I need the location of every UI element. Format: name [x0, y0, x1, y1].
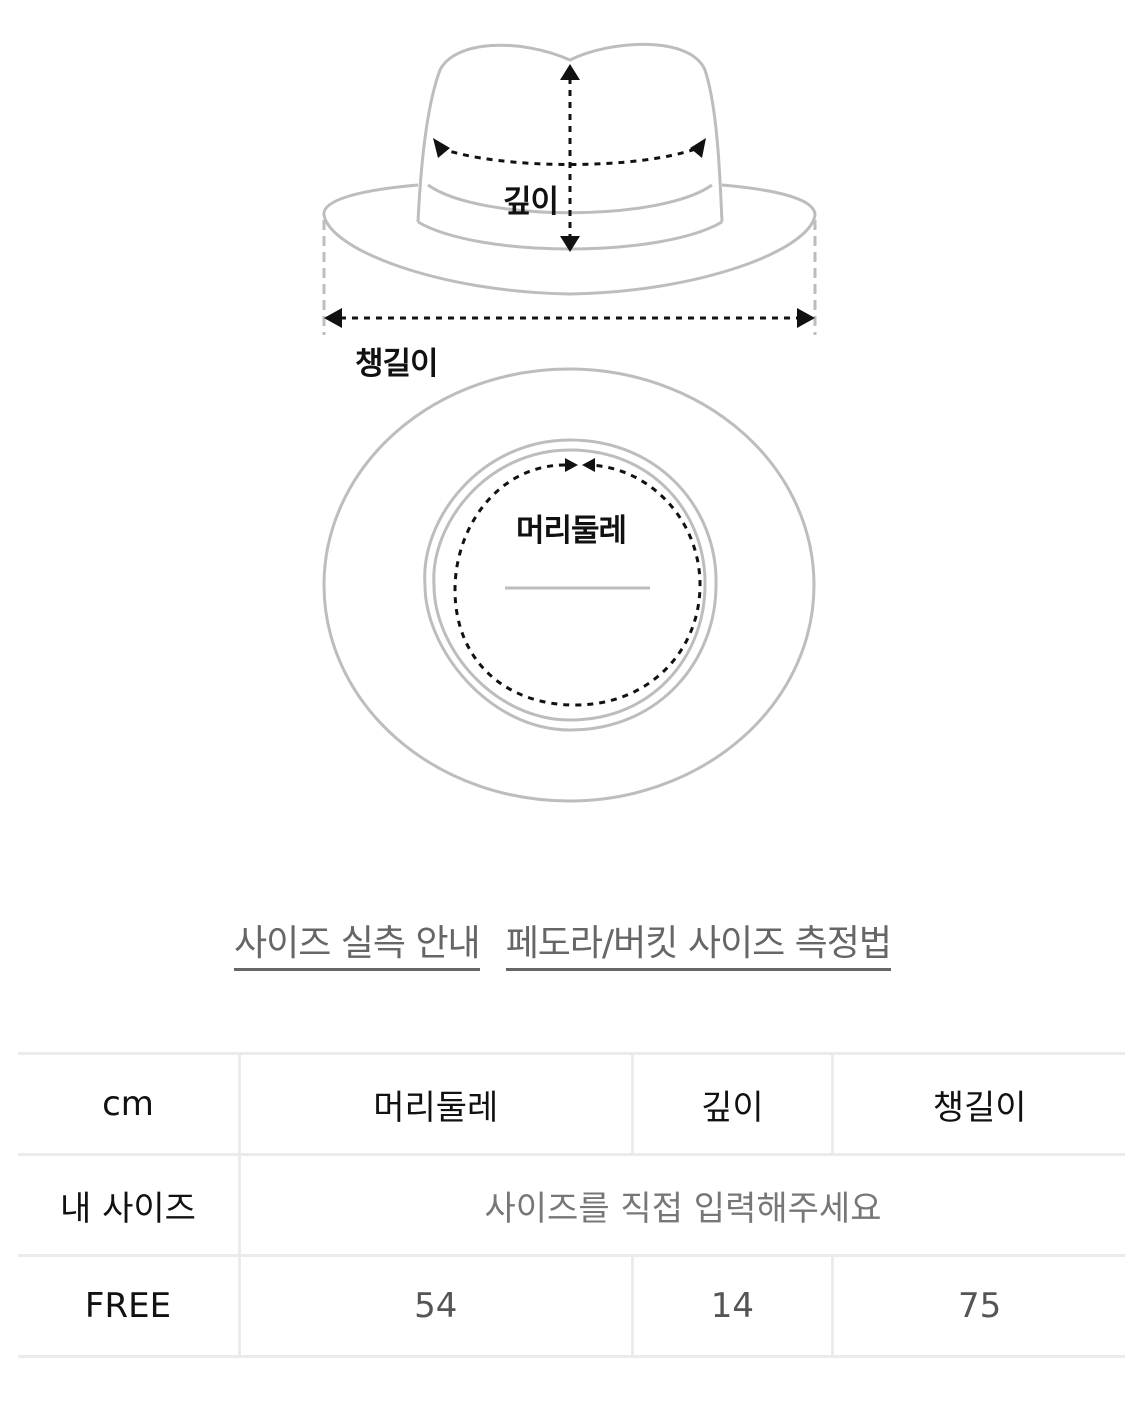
- head-circumference-value: 54: [238, 1254, 634, 1358]
- size-label: FREE: [18, 1254, 241, 1358]
- my-size-row: 내 사이즈 사이즈를 직접 입력해주세요: [18, 1153, 1125, 1257]
- size-table: cm 머리둘레 깊이 챙길이 내 사이즈 사이즈를 직접 입력해주세요 FREE…: [18, 1052, 1125, 1358]
- fedora-bucket-measure-link[interactable]: 페도라/버킷 사이즈 측정법: [505, 922, 892, 971]
- depth-value: 14: [630, 1254, 835, 1358]
- my-size-input[interactable]: 사이즈를 직접 입력해주세요: [238, 1153, 1125, 1257]
- column-header-depth: 깊이: [630, 1052, 835, 1156]
- head-circumference-label: 머리둘레: [516, 513, 627, 549]
- column-header-brim: 챙길이: [831, 1052, 1125, 1156]
- hat-measurement-diagram: 깊이 챙길이 머리둘레: [322, 42, 817, 803]
- depth-label: 깊이: [503, 184, 559, 220]
- table-row: FREE 54 14 75: [18, 1254, 1125, 1358]
- table-header-row: cm 머리둘레 깊이 챙길이: [18, 1052, 1125, 1156]
- size-guide-links: 사이즈 실측 안내 페도라/버킷 사이즈 측정법: [0, 922, 1125, 971]
- unit-header: cm: [18, 1052, 241, 1156]
- size-measurement-guide-link[interactable]: 사이즈 실측 안내: [233, 922, 481, 971]
- column-header-head-circumference: 머리둘레: [238, 1052, 634, 1156]
- brim-value: 75: [831, 1254, 1125, 1358]
- my-size-label: 내 사이즈: [18, 1153, 241, 1257]
- brim-label: 챙길이: [355, 346, 439, 382]
- hat-illustration: [322, 42, 817, 803]
